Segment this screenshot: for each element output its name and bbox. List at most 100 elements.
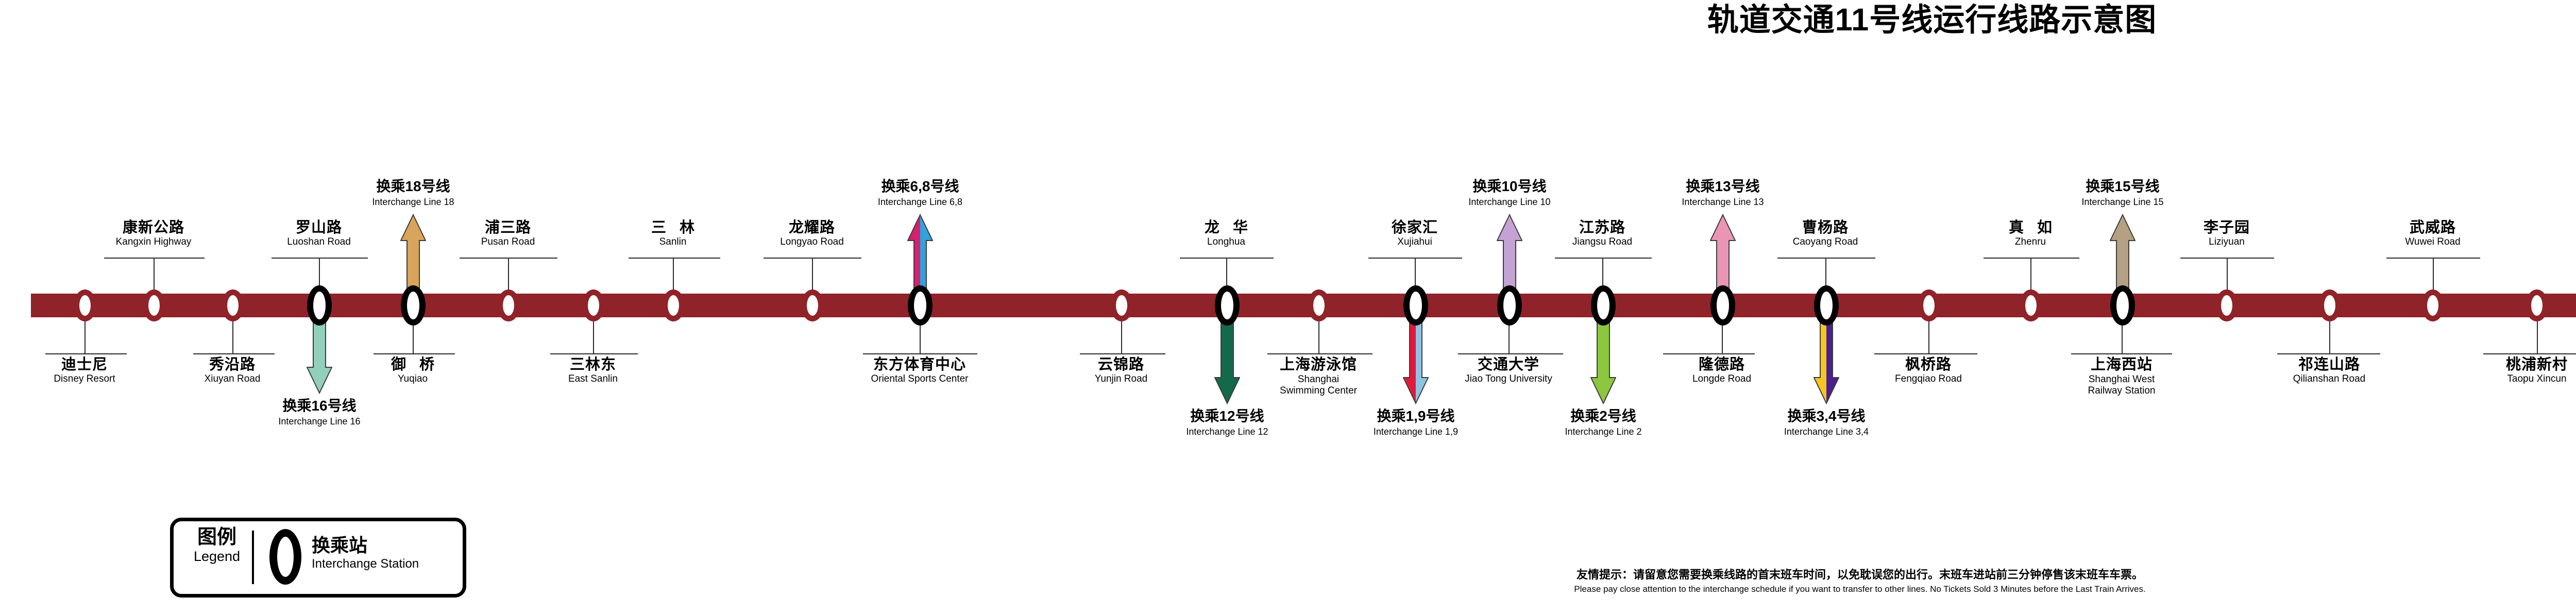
station-marker-longyao[interactable]: [801, 289, 824, 321]
route-line-trunk: [31, 294, 2576, 317]
station-name-en: Longhua: [1207, 236, 1245, 247]
station-name-en: Zhenru: [2014, 236, 2046, 247]
label-rule: [2071, 353, 2172, 354]
station-marker-zhenru[interactable]: [2020, 289, 2042, 321]
station-marker-liziyuan[interactable]: [2215, 289, 2238, 321]
station-name-cn: 桃浦新村: [2505, 356, 2568, 373]
leader-line: [1121, 321, 1122, 353]
interchange-name-en: Interchange Line 3,4: [1784, 427, 1869, 437]
station-name-en: Longde Road: [1692, 373, 1752, 384]
station-name-cn: 东方体育中心: [873, 356, 966, 373]
interchange-name-cn: 换乘3,4号线: [1787, 408, 1866, 424]
label-rule: [1984, 258, 2079, 259]
station-name-cn: 龙 华: [1204, 219, 1253, 236]
legend-item-interchange: 换乘站 Interchange Station: [312, 536, 419, 571]
station-marker-shanghai-west[interactable]: [2110, 285, 2135, 326]
footer-notice: 友情提示：请留意您需要换乘线路的首末班车时间，以免耽误您的出行。末班车进站前三分…: [1391, 566, 2329, 594]
station-name-cn: 枫桥路: [1905, 356, 1952, 373]
station-name-cn: 罗山路: [295, 219, 342, 236]
legend-item-en: Interchange Station: [312, 556, 419, 571]
station-name-cn: 南 翔: [2564, 220, 2576, 235]
station-name-en: Jiao Tong University: [1465, 373, 1552, 384]
interchange-label-line-13: 换乘13号线 Interchange Line 13: [1646, 175, 1800, 208]
legend-heading-cn: 图例: [197, 526, 236, 548]
label-rule: [2386, 258, 2480, 259]
station-marker-xiuyan[interactable]: [222, 289, 244, 321]
page-title: 轨道交通11号线运行线路示意图: [1707, 2, 2157, 37]
station-name-cn: 御 桥: [391, 356, 439, 373]
station-marker-jiangsu[interactable]: [1591, 285, 1616, 326]
interchange-name-en: Interchange Line 18: [372, 197, 454, 207]
station-name-en: Kangxin Highway: [115, 236, 192, 247]
station-marker-taopu[interactable]: [2526, 289, 2548, 321]
station-marker-sanlin[interactable]: [662, 289, 685, 321]
station-label-xiuyan: 秀沿路 Xiuyan Road: [158, 357, 307, 384]
station-marker-wuwei[interactable]: [2421, 289, 2444, 321]
leader-line: [154, 258, 155, 289]
station-marker-longhua[interactable]: [1215, 285, 1240, 326]
station-name-en: Xiuyan Road: [204, 373, 261, 384]
label-rule: [550, 353, 638, 354]
station-name-en: Liziyuan: [2209, 236, 2245, 247]
station-label-kangxin: 康新公路 Kangxin Highway: [76, 220, 231, 247]
station-label-sanlin: 三 林 Sanlin: [598, 220, 748, 247]
station-marker-swimming[interactable]: [1308, 289, 1330, 321]
station-marker-east-sanlin[interactable]: [582, 289, 605, 321]
interchange-name-cn: 换乘12号线: [1190, 408, 1264, 424]
label-rule: [2277, 353, 2380, 354]
interchange-name-en: Interchange Line 13: [1682, 197, 1764, 207]
station-name-en: Jiangsu Road: [1572, 236, 1633, 247]
leader-line: [920, 326, 921, 353]
station-marker-longde[interactable]: [1710, 285, 1735, 326]
station-label-disney: 迪士尼 Disney Resort: [10, 357, 159, 384]
station-marker-caoyang[interactable]: [1814, 285, 1839, 326]
station-label-longyao: 龙耀路 Longyao Road: [737, 220, 887, 247]
station-label-nanxiang: 南 翔 Nanxiang: [2564, 220, 2576, 247]
leader-line: [1602, 258, 1603, 285]
station-name-cn: 三林东: [569, 356, 616, 373]
station-name-cn: 江苏路: [1579, 219, 1625, 236]
station-name-cn: 上海西站: [2090, 356, 2153, 373]
station-label-xujiahui: 徐家汇 Xujiahui: [1340, 220, 1489, 247]
interchange-name-cn: 换乘13号线: [1686, 178, 1760, 194]
station-marker-jiaotong-univ[interactable]: [1497, 285, 1522, 326]
station-name-en: Qilianshan Road: [2293, 373, 2366, 384]
station-marker-pusan[interactable]: [497, 289, 520, 321]
station-label-wuwei: 武威路 Wuwei Road: [2358, 220, 2507, 247]
station-marker-luoshan[interactable]: [307, 285, 332, 326]
interchange-label-line-15: 换乘15号线 Interchange Line 15: [2045, 175, 2200, 208]
station-label-swimming: 上海游泳馆 Shanghai Swimming Center: [1244, 357, 1393, 397]
leader-line: [1226, 258, 1227, 285]
label-rule: [2483, 353, 2576, 354]
station-name-cn: 武威路: [2409, 219, 2456, 236]
station-label-yuqiao: 御 桥 Yuqiao: [338, 357, 487, 384]
interchange-name-en: Interchange Line 15: [2081, 197, 2164, 207]
interchange-name-cn: 换乘16号线: [282, 398, 357, 414]
station-marker-oriental-sports[interactable]: [908, 285, 933, 326]
station-marker-yuqiao[interactable]: [401, 285, 426, 326]
station-marker-yunjin[interactable]: [1110, 289, 1133, 321]
station-label-oriental-sports: 东方体育中心 Oriental Sports Center: [832, 357, 1007, 384]
station-marker-disney[interactable]: [74, 289, 96, 321]
station-label-caoyang: 曹杨路 Caoyang Road: [1751, 220, 1900, 247]
legend-item-cn: 换乘站: [312, 535, 368, 556]
footer-notice-cn: 友情提示：请留意您需要换乘线路的首末班车时间，以免耽误您的出行。末班车进站前三分…: [1576, 568, 2143, 581]
station-marker-qilianshan[interactable]: [2318, 289, 2341, 321]
leader-line: [84, 321, 86, 353]
interchange-name-cn: 换乘18号线: [376, 178, 450, 194]
label-rule: [1663, 353, 1755, 354]
interchange-label-line-2: 换乘2号线 Interchange Line 2: [1526, 405, 1681, 437]
station-label-longde: 隆德路 Longde Road: [1647, 357, 1797, 384]
station-marker-fengqiao[interactable]: [1918, 289, 1940, 321]
station-marker-kangxin[interactable]: [143, 289, 165, 321]
station-name-cn: 祁连山路: [2298, 356, 2360, 373]
station-name-en: Pusan Road: [481, 236, 535, 247]
interchange-name-en: Interchange Line 2: [1565, 427, 1642, 437]
leader-line: [2329, 321, 2330, 353]
leader-line: [1722, 326, 1723, 353]
station-marker-xujiahui[interactable]: [1403, 285, 1428, 326]
station-label-liziyuan: 李子园 Liziyuan: [2152, 220, 2301, 247]
station-label-qilianshan: 祁连山路 Qilianshan Road: [2255, 357, 2404, 384]
station-name-en: Luoshan Road: [287, 236, 351, 247]
station-name-cn: 龙耀路: [788, 219, 835, 236]
